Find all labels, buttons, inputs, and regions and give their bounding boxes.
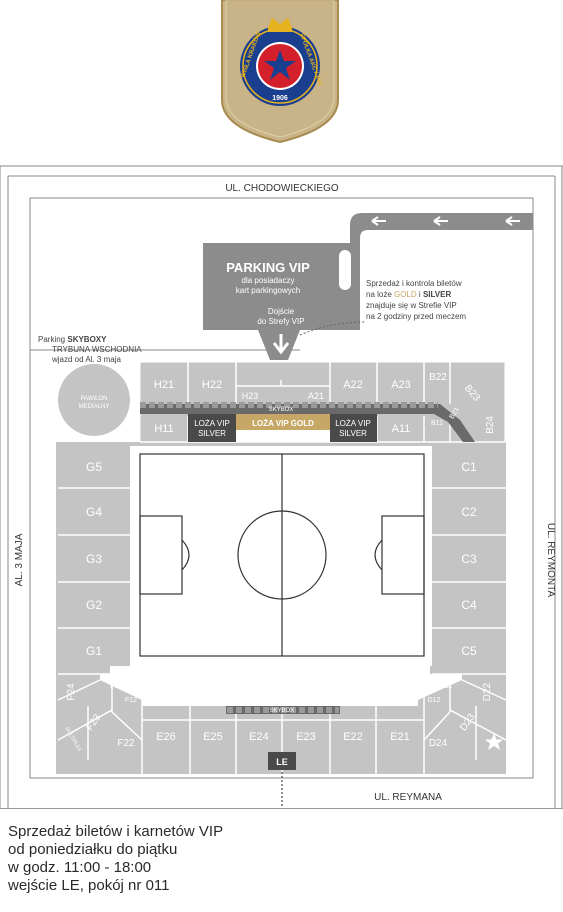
note-line-2: na loże GOLD i SILVER bbox=[366, 290, 451, 299]
sector-a22: A22 bbox=[343, 379, 363, 391]
sector-f11: F11 bbox=[110, 683, 122, 690]
crest-year: 1906 bbox=[272, 95, 288, 102]
sector-f12: F12 bbox=[125, 697, 137, 704]
sector-d22: D22 bbox=[482, 682, 493, 701]
sector-e16: E16 bbox=[156, 686, 176, 698]
silver-right-line-1: LOŻA VIP bbox=[335, 419, 371, 428]
sector-a21: A21 bbox=[308, 391, 324, 401]
silver-left-line-1: LOŻA VIP bbox=[194, 419, 230, 428]
entrance-le-label: LE bbox=[276, 757, 288, 767]
sector-h21: H21 bbox=[154, 379, 174, 391]
info-line-1: Sprzedaż biletów i karnetów VIP bbox=[8, 823, 224, 840]
club-crest: 1906 WISŁA KRAKÓW SPÓŁKA AKCYJNA bbox=[221, 0, 339, 144]
sector-e11: E11 bbox=[391, 686, 410, 698]
sector-d12: D12 bbox=[428, 697, 441, 704]
skybox-label-north: SKYBOX bbox=[269, 407, 294, 413]
sector-c1: C1 bbox=[461, 460, 477, 474]
sector-e25: E25 bbox=[203, 731, 223, 743]
parking-subtitle-1: dla posiadaczy bbox=[242, 276, 295, 285]
gold-lodge: LOŻA VIP GOLD bbox=[252, 419, 314, 428]
pitch bbox=[139, 453, 425, 657]
note-line-1: Sprzedaż i kontrola biletów bbox=[366, 279, 462, 288]
sector-h23: H23 bbox=[242, 391, 259, 401]
parking-subtitle-2: kart parkingowych bbox=[236, 286, 300, 295]
parking-access-2: do Strefy VIP bbox=[257, 317, 304, 326]
parking-access-1: Dojście bbox=[268, 307, 295, 316]
skybox-band bbox=[140, 402, 475, 714]
sector-g4: G4 bbox=[86, 505, 102, 519]
info-line-4: wejście LE, pokój nr 011 bbox=[8, 877, 170, 894]
note-line-4: na 2 godziny przed meczem bbox=[366, 312, 466, 321]
sector-g1: G1 bbox=[86, 644, 102, 658]
sector-e21: E21 bbox=[390, 731, 410, 743]
street-west: AL. 3 MAJA bbox=[14, 533, 25, 586]
sector-e15: E15 bbox=[203, 686, 223, 698]
pavilion-line-1: PAWILON bbox=[80, 396, 107, 402]
note-line-3: znajduje się w Strefie VIP bbox=[366, 301, 457, 310]
skybox-parking-line-1: Parking SKYBOXY bbox=[38, 335, 107, 344]
street-frame bbox=[0, 165, 563, 808]
sector-g5: G5 bbox=[86, 460, 102, 474]
sector-a23: A23 bbox=[391, 379, 411, 391]
sector-e23: E23 bbox=[296, 731, 316, 743]
pavilion-line-2: MEDIALNY bbox=[79, 404, 110, 410]
skybox-parking-line-3: wjazd od Al. 3 maja bbox=[51, 355, 121, 364]
sector-f22: F22 bbox=[117, 738, 135, 749]
sector-b24: B24 bbox=[485, 416, 496, 434]
sector-a11: A11 bbox=[392, 423, 411, 435]
sector-h22: H22 bbox=[202, 379, 222, 391]
silver-right-line-2: SILVER bbox=[339, 429, 367, 438]
sector-g2: G2 bbox=[86, 598, 102, 612]
sector-e26: E26 bbox=[156, 731, 176, 743]
sector-d11: D11 bbox=[440, 683, 452, 690]
corner-sectors bbox=[57, 679, 507, 760]
vip-lodges bbox=[188, 414, 377, 442]
sector-c4: C4 bbox=[461, 598, 477, 612]
sector-b11: B11 bbox=[431, 420, 443, 427]
sector-h11: H11 bbox=[154, 423, 173, 435]
street-south: UL. REYMANA bbox=[374, 792, 442, 803]
sector-e12: E12 bbox=[343, 686, 363, 698]
info-line-2: od poniedziałku do piątku bbox=[8, 841, 178, 858]
sector-c2: C2 bbox=[461, 505, 477, 519]
sector-e13: E13 bbox=[296, 686, 316, 698]
sector-c5: C5 bbox=[461, 644, 477, 658]
ticket-note: Sprzedaż i kontrola biletów na loże GOLD… bbox=[299, 279, 466, 336]
parking-title: PARKING VIP bbox=[226, 260, 310, 275]
silver-left-line-2: SILVER bbox=[198, 429, 226, 438]
street-north: UL. CHODOWIECKIEGO bbox=[225, 183, 339, 194]
skybox-parking-line-2: TRYBUNA WSCHODNIA bbox=[52, 345, 142, 354]
sector-e14: E14 bbox=[249, 686, 269, 698]
sector-g3: G3 bbox=[86, 552, 102, 566]
skybox-label-south: SKYBOX bbox=[270, 708, 295, 714]
info-box: Sprzedaż biletów i karnetów VIP od ponie… bbox=[0, 808, 563, 912]
sector-d24: D24 bbox=[429, 738, 448, 749]
star-icon bbox=[485, 733, 503, 750]
info-line-3: w godz. 11:00 - 18:00 bbox=[8, 859, 152, 876]
sector-b22: B22 bbox=[429, 372, 447, 383]
sector-e24: E24 bbox=[249, 731, 269, 743]
sector-c3: C3 bbox=[461, 552, 477, 566]
sector-e22: E22 bbox=[343, 731, 363, 743]
sector-f24: F24 bbox=[66, 683, 77, 701]
entrance-le bbox=[268, 752, 296, 808]
street-east: UL. REYMONTA bbox=[545, 523, 556, 598]
